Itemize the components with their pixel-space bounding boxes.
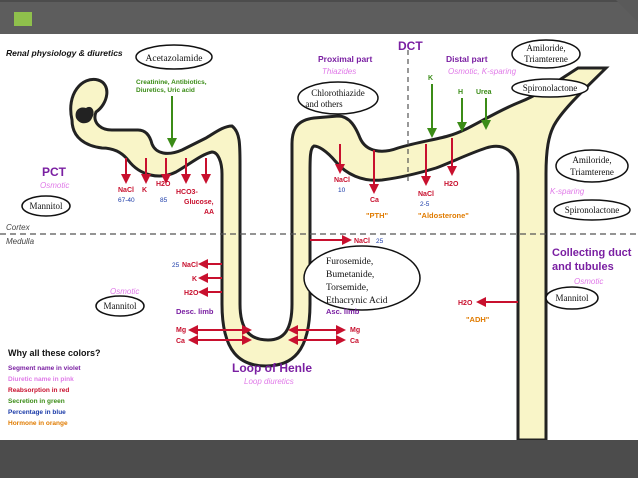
loop-drug-3: Torsemide, [326, 283, 368, 293]
thiazides-label: Thiazides [322, 67, 356, 76]
dct-reabsorption [335, 138, 457, 194]
amiloride-right-text-1: Amiloride, [572, 155, 611, 165]
pct-k-label: K [142, 187, 147, 194]
legend-item: Hormone in orange [8, 420, 68, 427]
glomerulus-icon [75, 106, 94, 124]
medulla-label: Medulla [6, 237, 35, 246]
collecting-duct-label-1: Collecting duct [552, 247, 632, 259]
spironolactone-right-oval: Spironolactone [553, 199, 631, 221]
pct-h2o-label: H2O [156, 181, 171, 188]
loop-diuretics-label: Loop diuretics [244, 377, 294, 386]
pct-secretion-text-2: Diuretics, Uric acid [136, 87, 195, 94]
corner-fold [616, 0, 638, 22]
k-sparing-label: K-sparing [550, 187, 585, 196]
asc-mg-label: Mg [350, 327, 360, 334]
asc-nacl-label: NaCl [354, 238, 370, 245]
distal-part-label: Distal part [446, 54, 488, 64]
collecting-duct-label-2: and tubules [552, 261, 614, 273]
mannitol-collecting-oval: Mannitol [545, 286, 599, 310]
pct-aa-label: AA [204, 209, 214, 216]
cd-h2o-label: H2O [458, 300, 473, 307]
desc-mg-label: Mg [176, 327, 186, 334]
color-legend: Why all these colors? Segment name in vi… [8, 348, 101, 427]
legend-item: Percentage in blue [8, 409, 66, 416]
dct-label: DCT [398, 39, 423, 53]
loop-of-henle-label: Loop of Henle [232, 361, 312, 375]
desc-k-label: K [192, 276, 197, 283]
pct-reabsorption [121, 158, 211, 184]
desc-ca-label: Ca [176, 338, 185, 345]
pct-h2o-pct: 85 [160, 197, 168, 204]
acetazolamide-text: Acetazolamide [146, 54, 203, 64]
accent-mark [14, 12, 32, 26]
desc-pct: 25 [172, 262, 180, 269]
legend-item: Reabsorption in red [8, 387, 69, 394]
amiloride-top-text-1: Amiloride, [526, 43, 565, 53]
nephron-diagram: Renal physiology & diuretics Cortex Medu… [0, 39, 638, 442]
legend-heading: Why all these colors? [8, 348, 101, 358]
amiloride-top-oval: Amiloride, Triamterene [511, 39, 581, 69]
adh-label: "ADH" [466, 315, 490, 324]
nephron-tubule [69, 66, 610, 442]
k-secretion-label: K [428, 75, 433, 82]
amiloride-top-text-2: Triamterene [524, 54, 568, 64]
asc-ca-label: Ca [350, 338, 359, 345]
desc-limb-label: Desc. limb [176, 307, 214, 316]
pct-secretion-text-1: Creatinine, Antibiotics, [136, 79, 207, 86]
loop-drug-1: Furosemide, [326, 257, 373, 267]
page-title: Renal physiology & diuretics [6, 48, 123, 58]
desc-limb-reabsorption [188, 259, 252, 345]
acetazolamide-oval: Acetazolamide [135, 44, 213, 70]
amiloride-right-oval: Amiloride, Triamterene [555, 149, 629, 183]
dist-nacl-pct: 2-5 [420, 201, 430, 208]
proximal-part-label: Proximal part [318, 54, 372, 64]
legend-item: Diuretic name in pink [8, 376, 74, 383]
pct-glucose-label: Glucose, [184, 199, 214, 206]
asc-limb-label: Asc. limb [326, 307, 360, 316]
collecting-osmotic-label: Osmotic [574, 277, 603, 286]
desc-nacl-label: NaCl [182, 262, 198, 269]
mannitol-desc-text: Mannitol [104, 301, 137, 311]
urea-secretion-label: Urea [476, 89, 492, 96]
desc-h2o-label: H2O [184, 290, 199, 297]
prox-nacl-pct: 10 [338, 187, 346, 194]
cortex-label: Cortex [6, 223, 31, 232]
bottom-bar [0, 440, 638, 478]
pth-label: "PTH" [366, 211, 389, 220]
spironolactone-right-text: Spironolactone [565, 205, 620, 215]
spironolactone-top-oval: Spironolactone [511, 78, 589, 98]
pct-nacl-pct: 67-40 [118, 197, 135, 204]
prox-nacl-label: NaCl [334, 177, 350, 184]
loop-drug-4: Ethacrynic Acid [326, 296, 388, 306]
mannitol-collecting-text: Mannitol [556, 293, 589, 303]
aldosterone-label: "Aldosterone" [418, 211, 469, 220]
osmotic-left-label: Osmotic [110, 287, 139, 296]
pct-label: PCT [42, 165, 67, 179]
dist-h2o-label: H2O [444, 181, 459, 188]
prox-ca-label: Ca [370, 197, 379, 204]
mannitol-pct-text: Mannitol [30, 201, 63, 211]
h-secretion-label: H [458, 89, 463, 96]
pct-osmotic-label: Osmotic [40, 181, 69, 190]
chlorothiazide-text-1: Chlorothiazide [311, 88, 365, 98]
amiloride-right-text-2: Triamterene [570, 167, 614, 177]
asc-pct: 25 [376, 238, 384, 245]
mannitol-pct-oval: Mannitol [21, 195, 71, 217]
loop-drugs-oval: Furosemide, Bumetanide, Torsemide, Ethac… [303, 245, 421, 311]
asc-limb-reabsorption [288, 235, 352, 345]
mannitol-desc-oval: Mannitol [95, 295, 145, 317]
spironolactone-top-text: Spironolactone [523, 83, 578, 93]
chlorothiazide-text-2: and others [305, 99, 343, 109]
legend-item: Segment name in violet [8, 365, 81, 372]
legend-item: Secretion in green [8, 398, 65, 405]
loop-drug-2: Bumetanide, [326, 270, 374, 280]
pct-nacl-label: NaCl [118, 187, 134, 194]
dist-nacl-label: NaCl [418, 191, 434, 198]
pct-hco3-label: HCO3- [176, 189, 198, 196]
top-bar [0, 2, 638, 34]
distal-sub-label: Osmotic, K-sparing [448, 67, 517, 76]
chlorothiazide-oval: Chlorothiazide and others [297, 81, 379, 115]
slide-canvas: Renal physiology & diuretics Cortex Medu… [0, 34, 638, 442]
